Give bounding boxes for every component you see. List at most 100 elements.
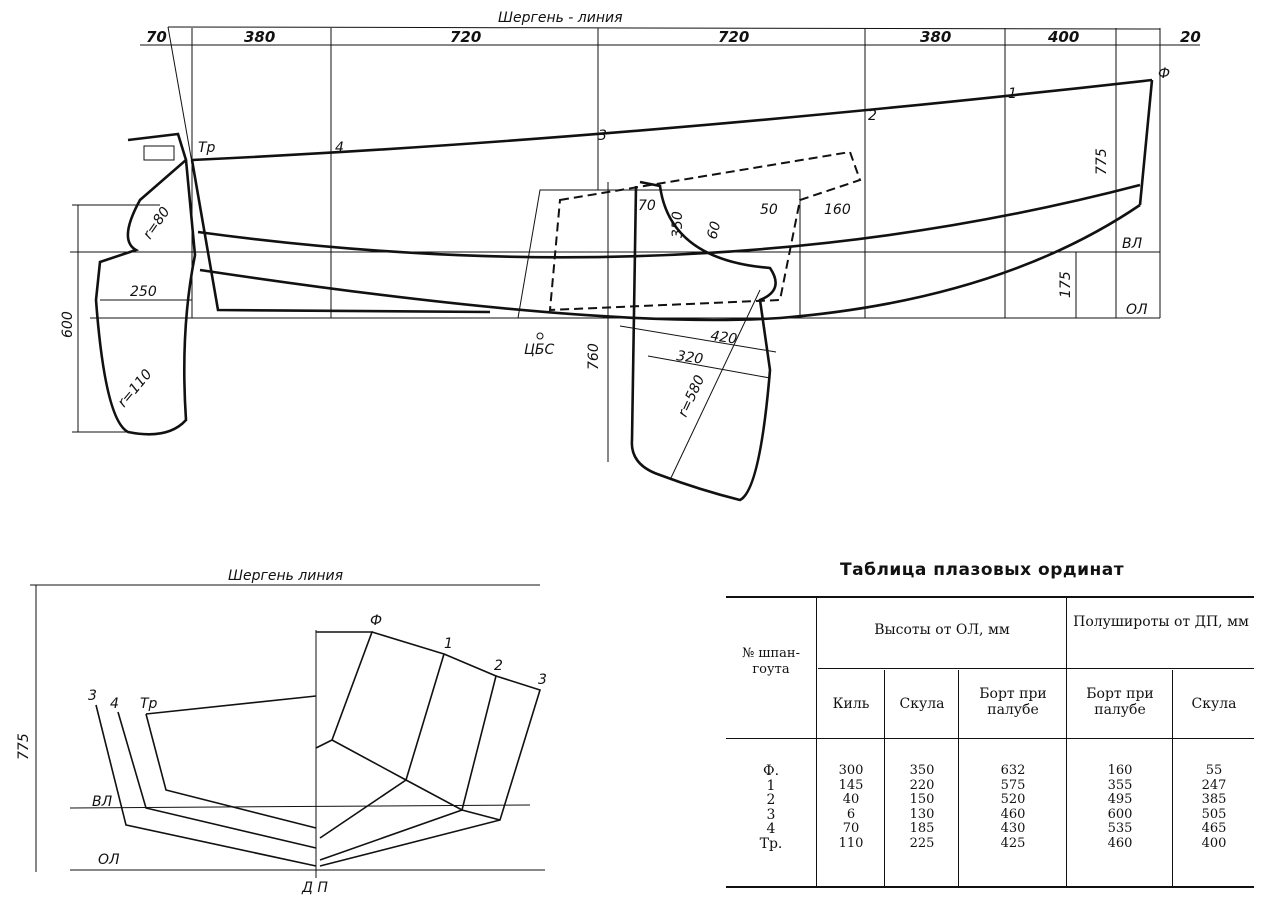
bp-dim-775: 775 <box>16 733 32 760</box>
vl-label: ВЛ <box>1122 236 1143 252</box>
cb-dim-420: 420 <box>709 328 738 348</box>
bp-aft-station-4 <box>117 711 317 849</box>
bp-aft-label-3: 3 <box>88 688 97 704</box>
hull-profile: Шергень - линия 70 380 720 720 380 400 2… <box>60 10 1201 502</box>
sheer-reference-line <box>167 26 1161 30</box>
chine-height-cell: 130 <box>909 806 935 822</box>
body-plan: Шергень линия 775 ВЛ ОЛ Д П 3 4 Тр Ф 1 2… <box>16 568 547 896</box>
station-label-3: 3 <box>598 128 607 144</box>
chine-height-cell: 350 <box>909 763 935 778</box>
bp-fwd-station-1 <box>319 631 445 839</box>
ol-label: ОЛ <box>1126 302 1148 318</box>
bp-fwd-label-2: 2 <box>494 658 503 674</box>
keel-cell: 145 <box>838 777 864 793</box>
rudder-r80: r=80 <box>140 204 173 242</box>
deck-halfbreadth-cell: 600 <box>1107 806 1133 822</box>
bp-fwd-station-3 <box>319 675 541 867</box>
dim-380-fwd: 380 <box>920 28 951 46</box>
station-label-1: 1 <box>1008 86 1017 102</box>
cb-420-line <box>619 325 777 353</box>
deck-halfbreadth-cell: 160 <box>1107 763 1133 778</box>
station-cell: Ф. <box>762 763 780 779</box>
station-cell: 3 <box>766 806 776 823</box>
dim-400: 400 <box>1047 28 1079 46</box>
table-hline <box>818 668 1254 669</box>
header-chine-hb: Скула <box>1191 696 1237 712</box>
keel-cell: 110 <box>838 835 864 851</box>
cb-board <box>630 180 777 502</box>
deck-halfbreadth-cell: 495 <box>1107 792 1133 807</box>
stem-line <box>1138 79 1154 206</box>
dim-175: 175 <box>1058 271 1074 298</box>
bp-fwd-chine <box>331 739 501 821</box>
station-label-f: Ф <box>1158 66 1170 82</box>
bp-aft-label-4: 4 <box>110 696 119 712</box>
dim-380-aft: 380 <box>244 28 275 46</box>
deck-height-cell: 632 <box>1000 763 1026 778</box>
deck-halfbreadth-cell: 355 <box>1107 777 1133 793</box>
table-vline <box>884 670 885 886</box>
chine-halfbreadth-cell: 505 <box>1201 806 1227 822</box>
table-vline <box>1066 598 1067 886</box>
bp-vl-line <box>69 804 531 809</box>
keel-cell: 6 <box>846 806 856 822</box>
bp-fwd-station-2 <box>319 653 497 861</box>
rudder-head <box>143 145 175 161</box>
deck-height-cell: 520 <box>1000 792 1026 807</box>
dim-775: 775 <box>1094 148 1110 175</box>
keel-cell: 300 <box>838 763 864 778</box>
station-label-tr: Тр <box>198 140 216 156</box>
deck-halfbreadth-cell: 460 <box>1107 835 1133 851</box>
bp-aft-station-3 <box>95 704 317 867</box>
dim-20: 20 <box>1180 28 1201 46</box>
dim-720-aft: 720 <box>450 28 481 46</box>
cb-r580-line <box>669 289 761 481</box>
cb-trunk <box>517 189 801 319</box>
bp-ol-label: ОЛ <box>98 852 120 868</box>
cb-dim-50: 50 <box>760 202 778 218</box>
keel-cell: 70 <box>842 821 860 836</box>
chine-height-cell: 225 <box>909 835 935 851</box>
bp-aft-station-tr <box>145 713 317 829</box>
cb-dim-760: 760 <box>586 343 602 370</box>
cbs-point <box>536 332 544 340</box>
chine-halfbreadth-cell: 385 <box>1201 792 1227 807</box>
rudder-dim-600: 600 <box>60 311 76 338</box>
cb-raised-dashed <box>548 150 862 312</box>
bp-aft-deck <box>145 695 317 715</box>
dim-70: 70 <box>146 28 167 46</box>
transom-rake-line <box>167 26 219 311</box>
keel-line <box>199 203 1141 322</box>
station-cell: Тр. <box>759 835 783 852</box>
bp-sheer-label: Шергень линия <box>228 568 343 584</box>
header-station: № шпан- гоута <box>742 646 800 677</box>
station-label-4: 4 <box>335 140 344 156</box>
deck-halfbreadth-cell: 535 <box>1107 821 1133 836</box>
keel-cell: 40 <box>842 792 860 807</box>
rudder-dim-250: 250 <box>130 284 157 300</box>
cb-320-line <box>647 355 771 379</box>
dim-720-fwd: 720 <box>718 28 749 46</box>
table-vline <box>816 598 817 886</box>
deck-height-cell: 575 <box>1000 777 1026 793</box>
chine-height-cell: 220 <box>909 777 935 793</box>
bp-fwd-label-3: 3 <box>538 672 547 688</box>
chine-halfbreadth-cell: 465 <box>1201 821 1227 836</box>
chine-line <box>197 183 1141 259</box>
table-title: Таблица плазовых ординат <box>840 560 1125 580</box>
bp-vl-label: ВЛ <box>92 794 113 810</box>
rudder-r110: r=110 <box>115 366 156 410</box>
station-cell: 2 <box>766 792 776 808</box>
table-hline <box>726 738 1254 739</box>
chine-halfbreadth-cell: 400 <box>1201 835 1227 851</box>
station-label-2: 2 <box>868 108 877 124</box>
chine-height-cell: 150 <box>909 792 935 807</box>
table-vline <box>958 670 959 886</box>
table-vline <box>1172 670 1173 886</box>
deck-height-cell: 425 <box>1000 835 1026 851</box>
